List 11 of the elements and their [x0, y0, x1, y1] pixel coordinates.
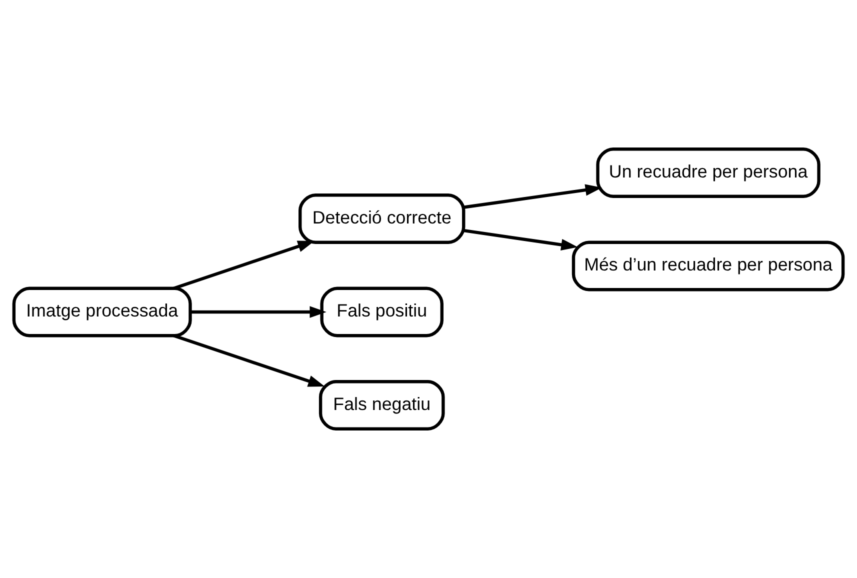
node-box: Fals positiu: [320, 286, 444, 338]
node-box: Més d’un recuadre per persona: [572, 240, 845, 292]
arrow: [173, 334, 325, 387]
arrow: [173, 240, 314, 290]
arrow: [190, 306, 326, 318]
node-box: Fals negatiu: [318, 380, 445, 430]
node-box: Imatge processada: [12, 286, 192, 338]
arrow: [464, 228, 578, 251]
node-box: Detecció correcte: [298, 194, 466, 244]
node-box: Un recuadre per persona: [596, 148, 820, 198]
arrow: [464, 184, 602, 209]
